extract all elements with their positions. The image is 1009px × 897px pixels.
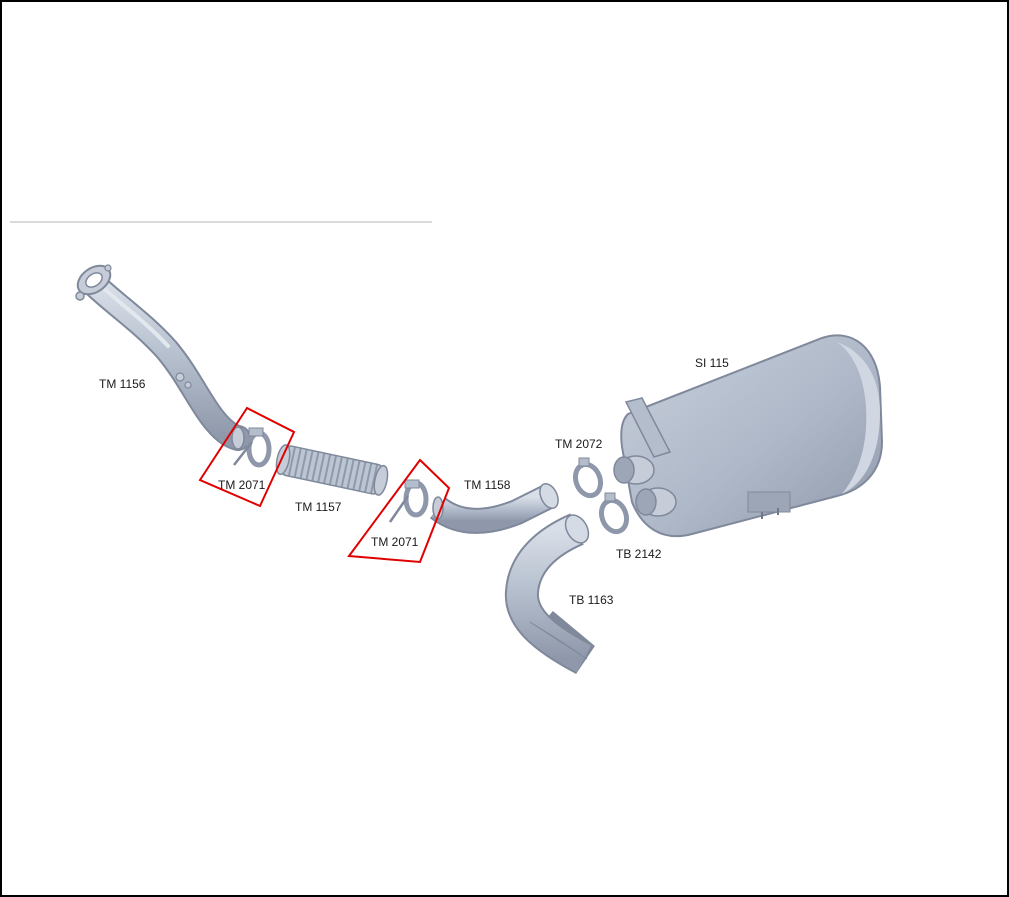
label-tm1157: TM 1157 bbox=[295, 500, 342, 514]
label-si115: SI 115 bbox=[695, 356, 729, 370]
label-tm1158: TM 1158 bbox=[464, 478, 511, 492]
highlight-frame-left bbox=[198, 406, 296, 508]
part-tm2072-clamp bbox=[572, 457, 604, 499]
part-tm1158-pipe bbox=[429, 482, 559, 534]
part-tm2071-clamp-left bbox=[233, 427, 272, 468]
part-si115-muffler bbox=[613, 334, 884, 538]
label-tb1163: TB 1163 bbox=[569, 593, 614, 607]
part-tm1157-flex-pipe bbox=[275, 444, 389, 496]
label-tm1156: TM 1156 bbox=[99, 377, 146, 391]
highlight-frame-right bbox=[347, 458, 451, 564]
part-tm2071-clamp-right bbox=[388, 479, 429, 523]
part-tb2142-clamp bbox=[598, 492, 630, 535]
part-tb1163-tailpipe bbox=[504, 513, 595, 675]
label-tm2071-left: TM 2071 bbox=[218, 478, 266, 492]
label-tm2072: TM 2072 bbox=[555, 437, 603, 451]
part-tm1156-front-pipe bbox=[75, 264, 251, 451]
label-tm2071-right: TM 2071 bbox=[371, 535, 419, 549]
label-tb2142: TB 2142 bbox=[616, 547, 662, 561]
